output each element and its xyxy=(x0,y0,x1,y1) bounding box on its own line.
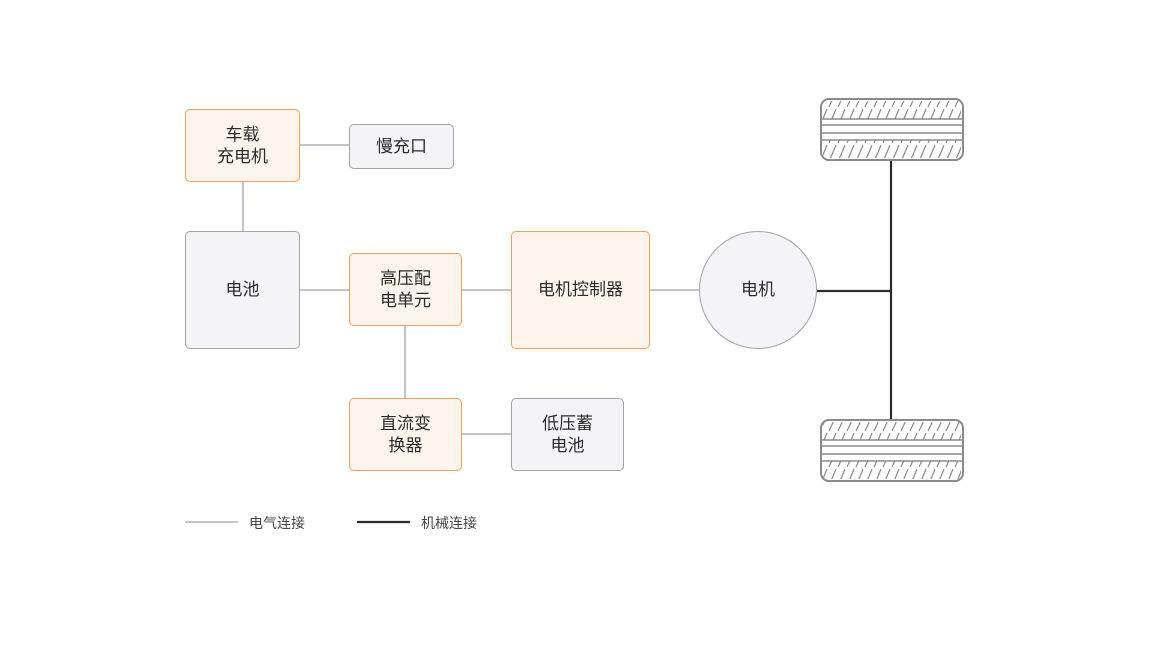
pdu-node: 高压配 电单元 xyxy=(349,253,462,326)
motor-label: 电机 xyxy=(741,280,775,300)
slow-charge-port-label: 慢充口 xyxy=(376,136,427,157)
lv-battery-label: 低压蓄 电池 xyxy=(542,413,593,456)
dcdc-label: 直流变 换器 xyxy=(380,413,431,456)
lv-battery-node: 低压蓄 电池 xyxy=(511,398,624,471)
wheel-bottom-icon xyxy=(820,419,964,482)
pdu-label: 高压配 电单元 xyxy=(380,268,431,311)
slow-charge-port-node: 慢充口 xyxy=(349,124,454,169)
legend-electrical-label: 电气连接 xyxy=(249,516,305,532)
dcdc-node: 直流变 换器 xyxy=(349,398,462,471)
battery-label: 电池 xyxy=(225,280,260,300)
battery-node: 电池 xyxy=(185,231,300,349)
onboard-charger-node: 车载 充电机 xyxy=(185,109,300,182)
legend-mechanical-label: 机械连接 xyxy=(421,516,477,532)
motor-controller-label: 电机控制器 xyxy=(538,280,623,300)
motor-node: 电机 xyxy=(699,231,817,349)
motor-controller-node: 电机控制器 xyxy=(511,231,650,349)
wheel-top-icon xyxy=(820,98,964,161)
onboard-charger-label: 车载 充电机 xyxy=(217,124,268,167)
